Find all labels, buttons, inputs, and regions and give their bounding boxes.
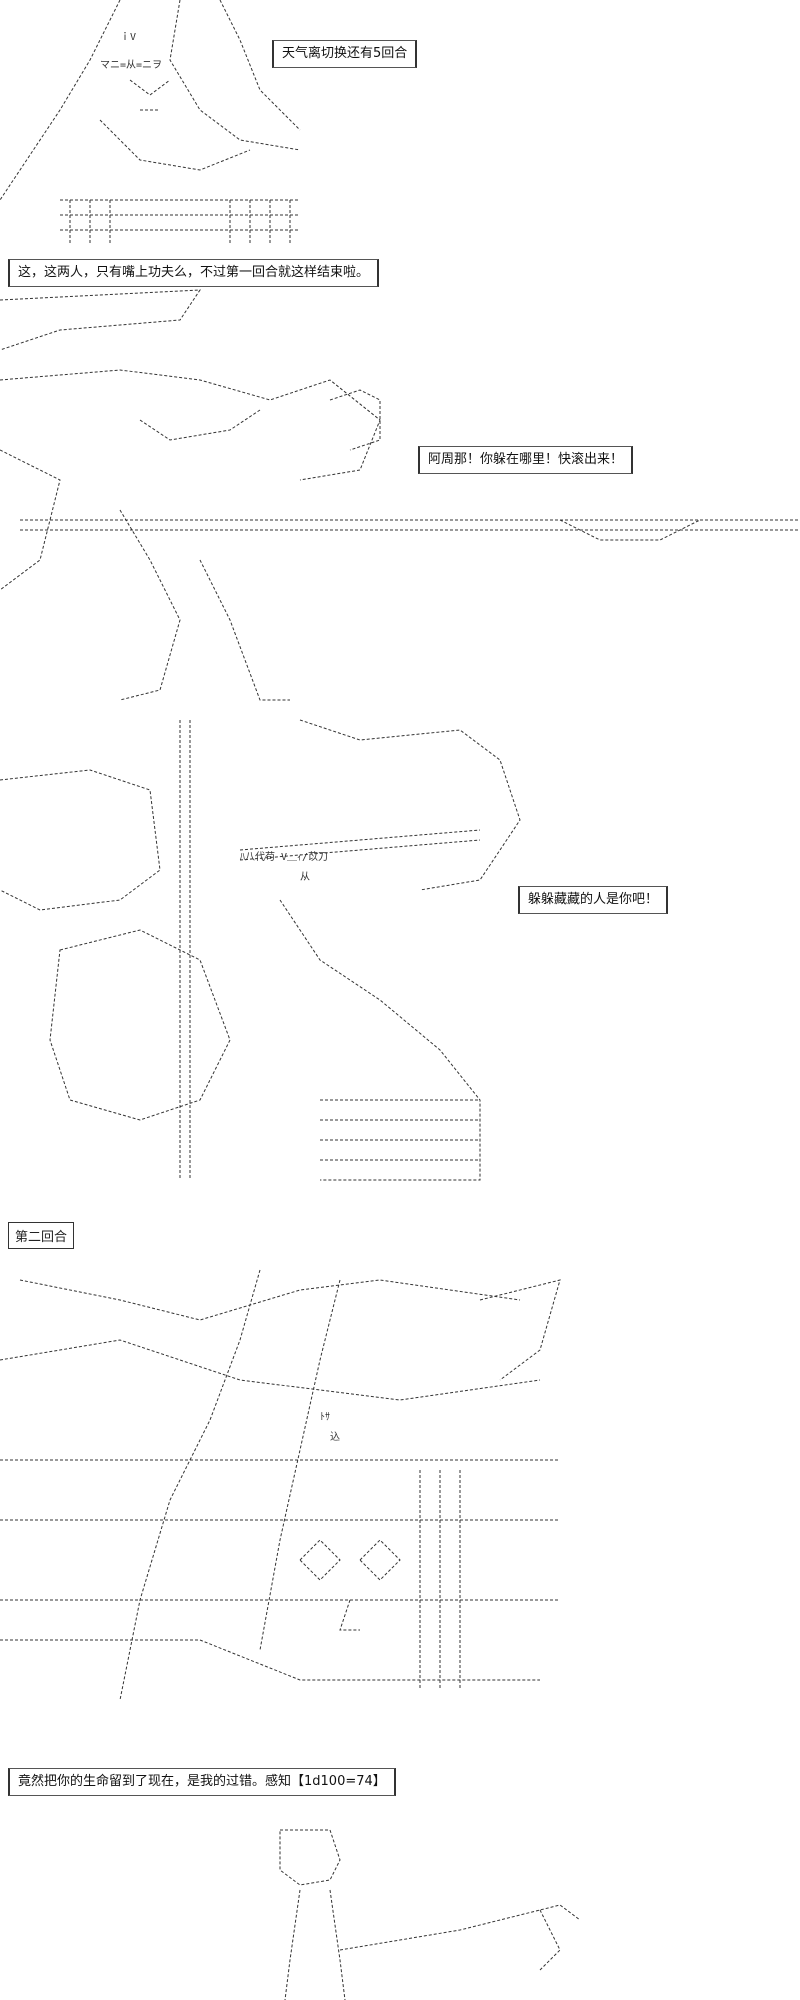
art-glyph-fragment: 込 [330,1431,340,1443]
speech-bubble-call-arjuna: 阿周那！你躲在哪里！快滚出来！ [418,446,634,474]
caption-round-one-end: 这，这两人，只有嘴上功夫么，不过第一回合就这样结束啦。 [8,259,380,287]
speech-bubble-hiding-retort: 躲躲藏藏的人是你吧！ [518,886,669,914]
art-glyph-fragment: ｉV [120,31,136,43]
art-glyph-fragment: ﾄｻ [320,1411,330,1423]
art-glyph-fragment: 从 [300,872,310,883]
round-two-label: 第二回合 [8,1222,75,1249]
art-glyph-fragment: マニ=从=ニヲ [100,60,162,71]
caption-perception-roll: 竟然把你的生命留到了现在，是我的过错。感知【1d100=74】 [8,1768,396,1796]
art-glyph-fragment: ﾊ八代苟 V＿ｨ/苡刀 [240,850,328,863]
caption-weather-countdown: 天气离切换还有5回合 [272,40,418,68]
